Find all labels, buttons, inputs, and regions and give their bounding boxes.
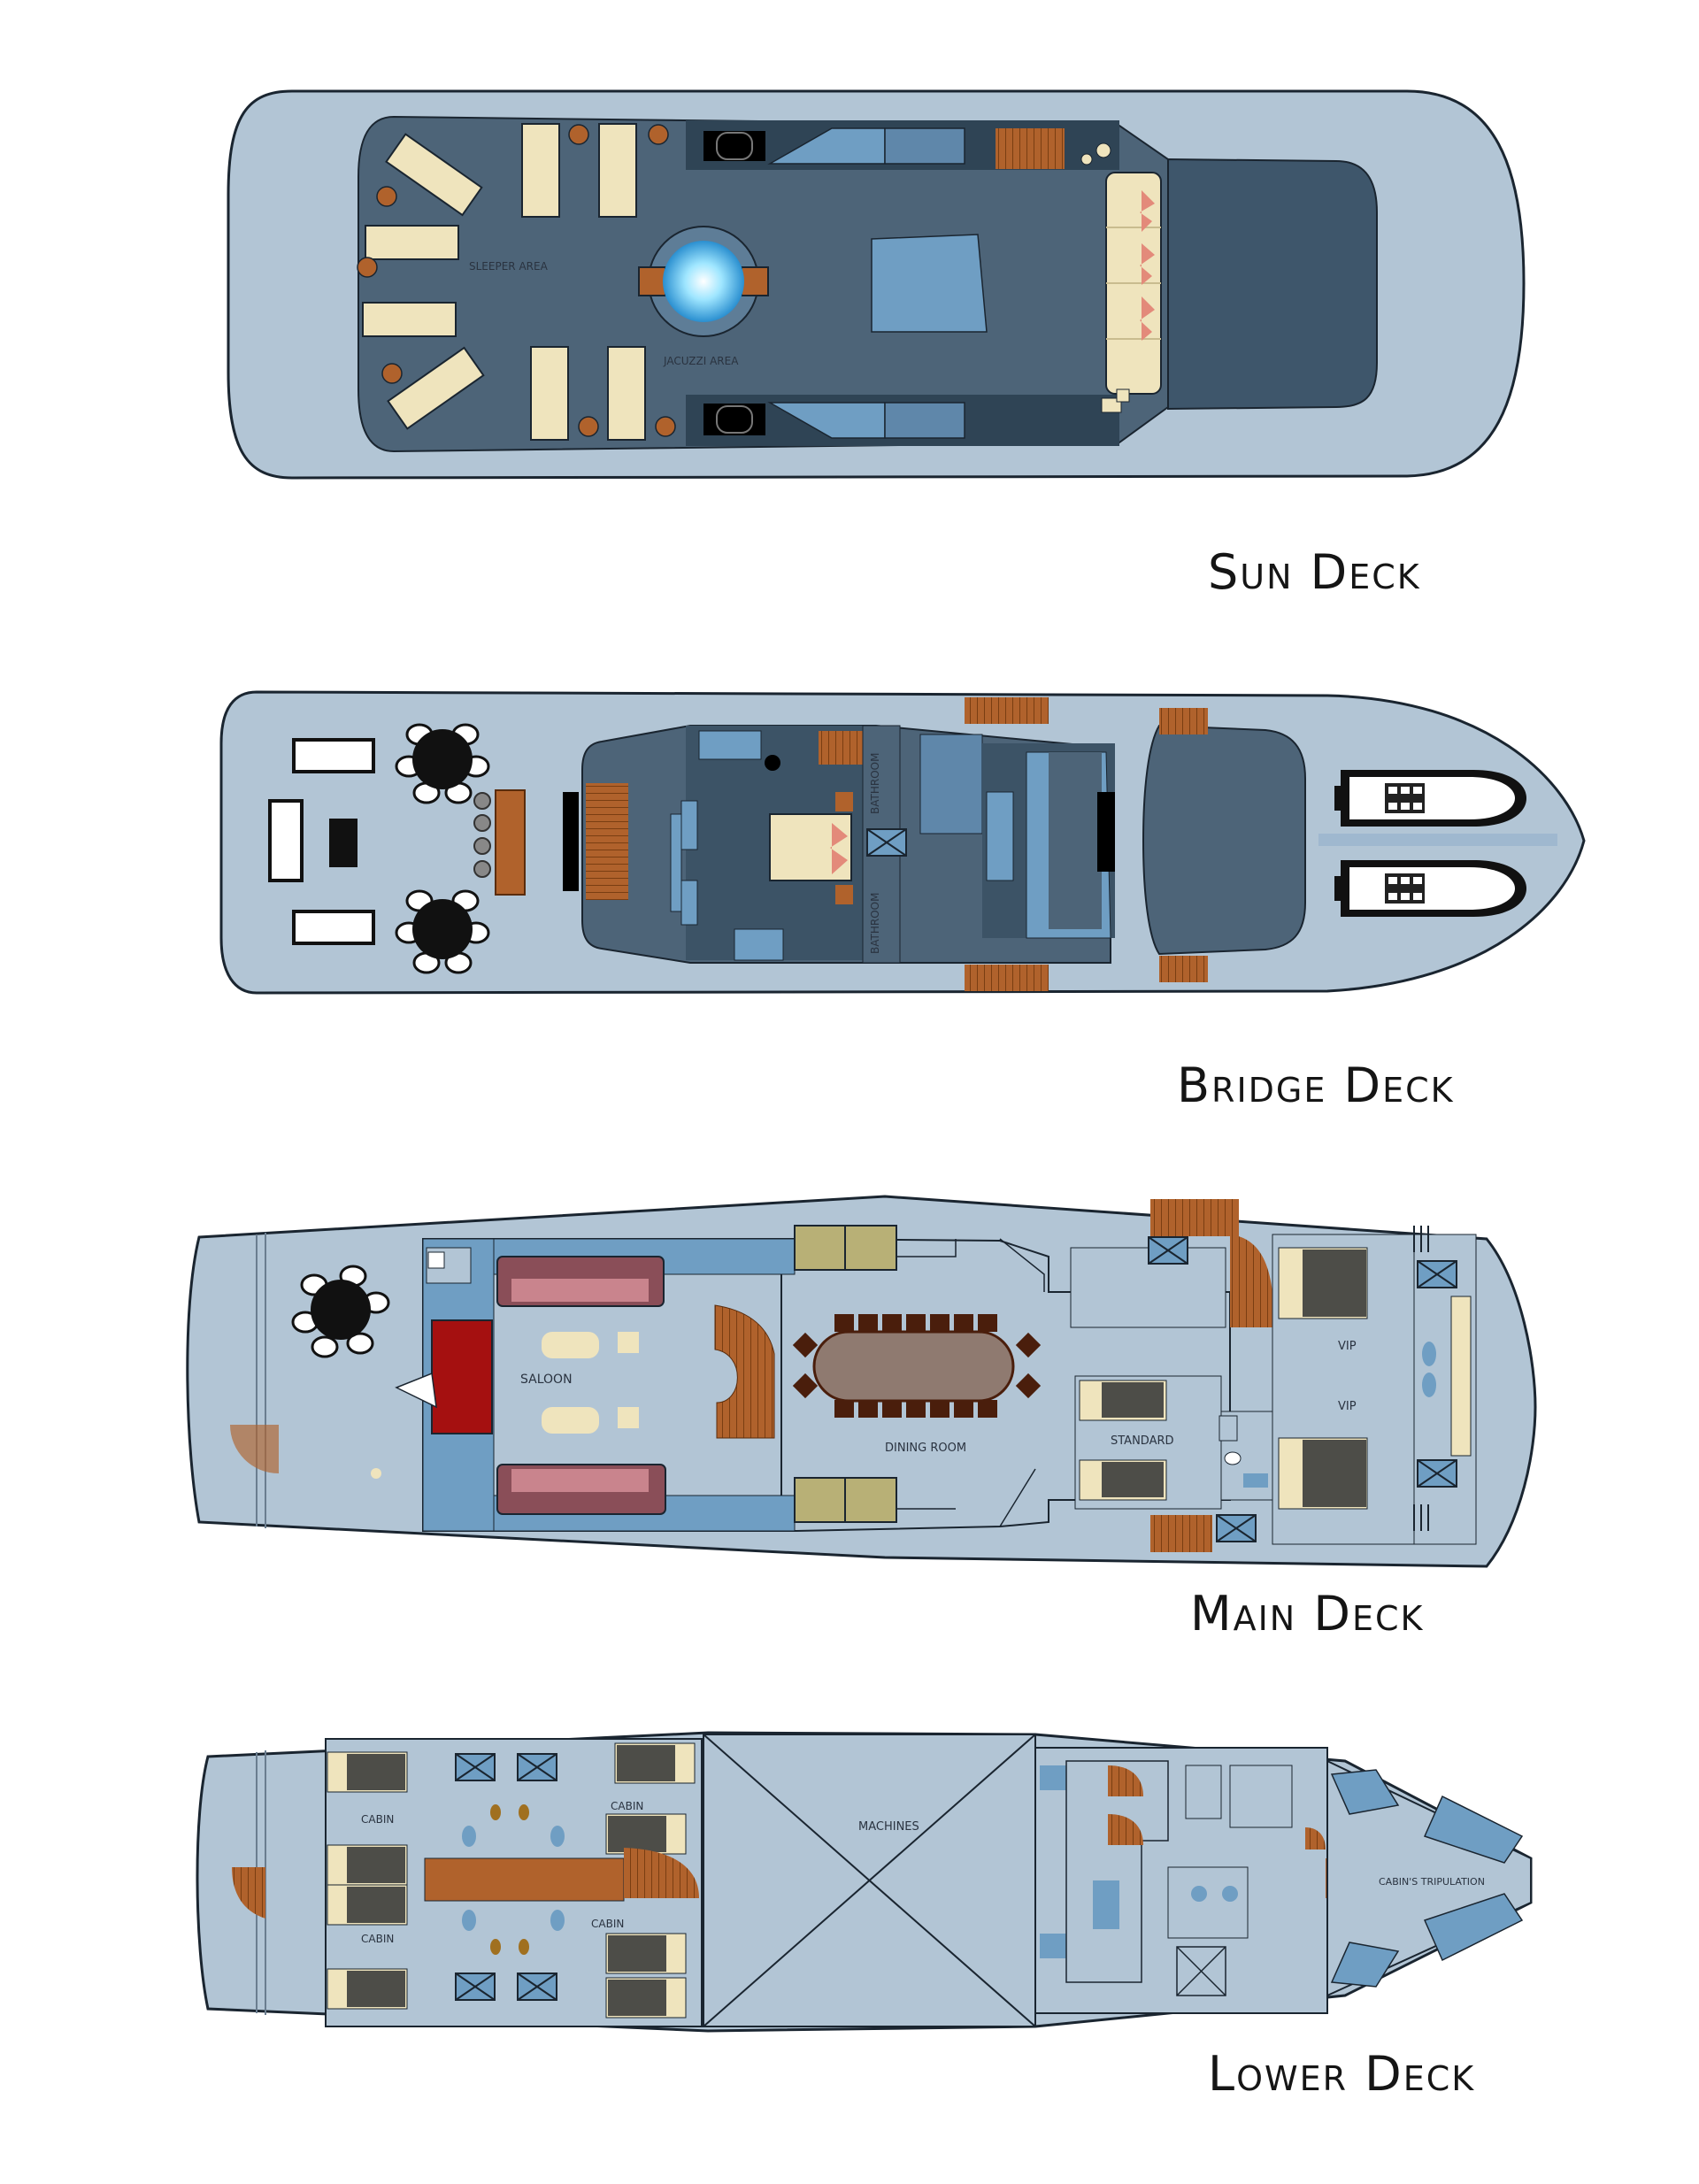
stairs-icon [1150,1515,1212,1552]
stairs-icon [1108,1814,1143,1845]
cabin-top-left-label: CABIN [361,1813,394,1826]
sun-deck-console [871,234,988,333]
bar-counter [495,789,526,896]
stairs-icon [965,697,1049,724]
vip-bottom-label: VIP [1338,1400,1357,1413]
cabin-top-right-label: CABIN [611,1800,643,1812]
dining-room-label: DINING ROOM [885,1442,966,1455]
stairs-icon [624,1848,699,1898]
window-x-icon [1417,1260,1457,1288]
sofa-icon [268,738,375,945]
crew-cabin-label: CABIN'S TRIPULATION [1379,1876,1485,1888]
bridge-deck-title: Bridge Deck [1177,1057,1455,1113]
sofa-icon [1101,172,1162,413]
vip-top-label: VIP [1338,1340,1357,1353]
stairs-icon [586,783,628,900]
machines-label: MACHINES [858,1820,919,1834]
stairs-icon [1108,1765,1143,1796]
round-table-icon [291,1265,390,1358]
bathroom-bottom-label: BATHROOM [869,893,881,954]
stairs-icon [965,965,1049,991]
stairs-icon [1150,1199,1239,1236]
bed-icon [769,792,853,904]
bar-stool-icon [473,792,491,878]
cabin-bottom-left-label: CABIN [361,1933,394,1945]
sun-deck-title: Sun Deck [1208,544,1421,600]
side-table-icon [357,124,676,437]
stairs-icon [232,1867,265,1919]
jacuzzi-icon [638,226,769,337]
cabin-bottom-right-label: CABIN [591,1918,624,1930]
window-x-icon [1417,1459,1457,1488]
bathroom-top-label: BATHROOM [869,753,881,814]
bed-icon [1079,1380,1167,1501]
round-table-icon [395,723,490,974]
stairs-icon [996,128,1065,169]
window-x-icon [1148,1236,1188,1265]
bed-icon [327,1742,696,2019]
lower-deck-title: Lower Deck [1208,2046,1475,2102]
sofa-icon [496,1256,666,1515]
sun-deck-plan: SLEEPER AREA JACUZZI AREA [227,89,1526,480]
main-deck-plan: SALOON DINING ROOM [186,1195,1537,1568]
sunbed-icon [362,123,646,441]
window-x-icon [1216,1514,1257,1542]
stairs-icon [1159,708,1208,734]
standard-label: STANDARD [1111,1434,1174,1448]
bed-icon [1278,1247,1368,1510]
sleeper-area-label: SLEEPER AREA [469,260,549,273]
bridge-deck-foredeck [1142,724,1306,956]
stairs-icon [230,1425,279,1473]
tender-boat-icon [1334,770,1526,827]
corridor [424,1857,625,1902]
tender-boat-icon [1334,860,1526,917]
jacuzzi-area-label: JACUZZI AREA [663,355,739,367]
stairs-icon [714,1304,775,1439]
bridge-deck-plan: BATHROOM BATHROOM [219,690,1586,995]
dining-table-icon [792,1314,1042,1418]
sun-deck-foredeck [1167,158,1378,411]
fireplace-icon [431,1319,493,1434]
main-deck-title: Main Deck [1190,1586,1424,1642]
saloon-label: SALOON [520,1373,573,1387]
stairs-icon [1159,956,1208,982]
window-x-icon [866,828,907,857]
coffee-table-icon [542,1332,639,1434]
window-x-icon [1176,1946,1226,1996]
lower-deck-plan: CABIN CABIN CABIN CABIN MACHINES [196,1731,1533,2033]
